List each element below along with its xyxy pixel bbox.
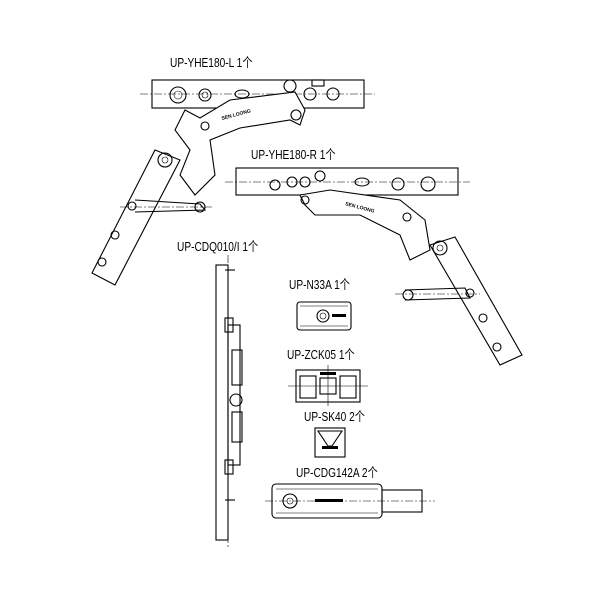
part-sk40 [314, 427, 346, 458]
part-label-yhe180-r: UP-YHE180-R 1个 [251, 147, 336, 162]
part-cdq010 [215, 255, 243, 548]
part-label-zck05: UP-ZCK05 1个 [287, 347, 355, 362]
part-zck05 [288, 365, 368, 406]
part-n33a [296, 301, 352, 331]
part-yhe180-l: SEN LOONG [91, 79, 375, 286]
part-cdg142a [265, 483, 435, 519]
part-label-cdq010: UP-CDQ010/I 1个 [177, 239, 259, 254]
part-label-yhe180-l: UP-YHE180-L 1个 [170, 55, 253, 70]
part-label-n33a: UP-N33A 1个 [289, 277, 350, 292]
part-yhe180-r: SEN LOONG [225, 167, 523, 366]
part-label-cdg142a: UP-CDG142A 2个 [296, 465, 378, 480]
part-label-sk40: UP-SK40 2个 [304, 409, 365, 424]
